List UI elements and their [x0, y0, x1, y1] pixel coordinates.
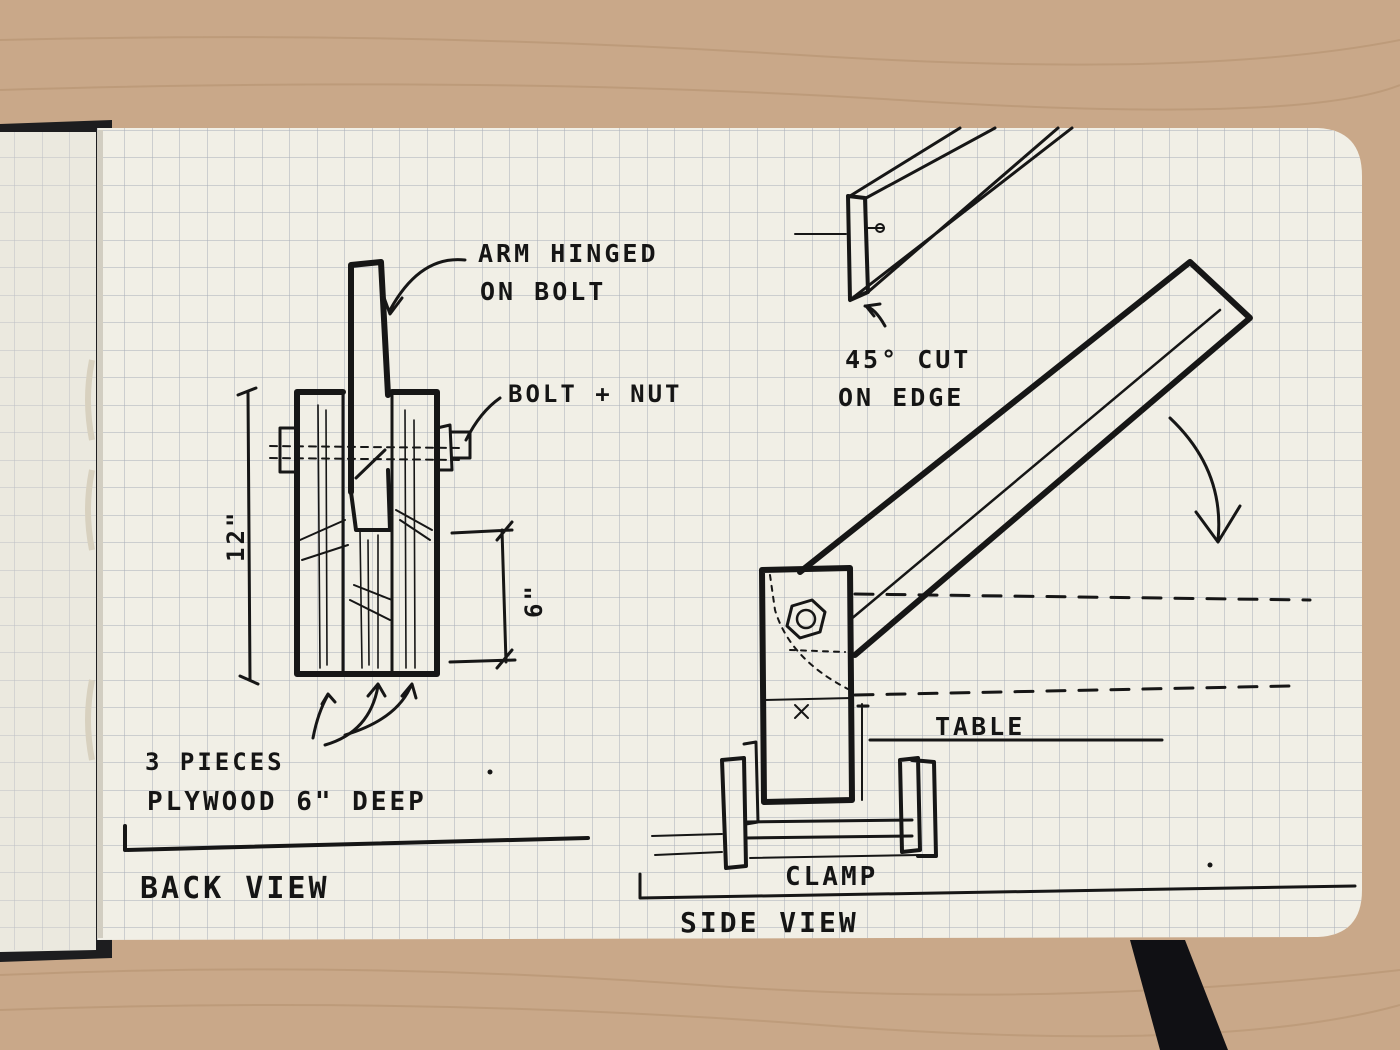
label-clamp: CLAMP — [785, 862, 878, 892]
label-bolt-nut: BOLT + NUT — [508, 380, 683, 408]
label-plywood-deep: PLYWOOD 6" DEEP — [147, 787, 427, 817]
grid-lines — [97, 128, 1362, 940]
label-6-inch: 6" — [520, 583, 548, 618]
binding-stitches — [85, 359, 95, 761]
left-page-grid — [0, 132, 96, 950]
back-view-drawing — [123, 258, 590, 852]
label-3-pieces: 3 PIECES — [145, 748, 285, 776]
label-45-cut: 45° CUT — [845, 345, 971, 374]
side-view-title: SIDE VIEW — [680, 906, 859, 939]
label-arm-hinged: ARM HINGED — [478, 239, 659, 268]
label-table: TABLE — [935, 712, 1025, 741]
bookmark-ribbon — [1130, 940, 1228, 1050]
cut-detail-drawing — [794, 126, 1074, 328]
label-on-edge: ON EDGE — [838, 383, 964, 412]
back-view-title: BACK VIEW — [140, 871, 330, 906]
label-12-inch: 12" — [222, 510, 250, 562]
side-view-drawing — [638, 259, 1357, 900]
label-on-bolt: ON BOLT — [480, 277, 606, 306]
